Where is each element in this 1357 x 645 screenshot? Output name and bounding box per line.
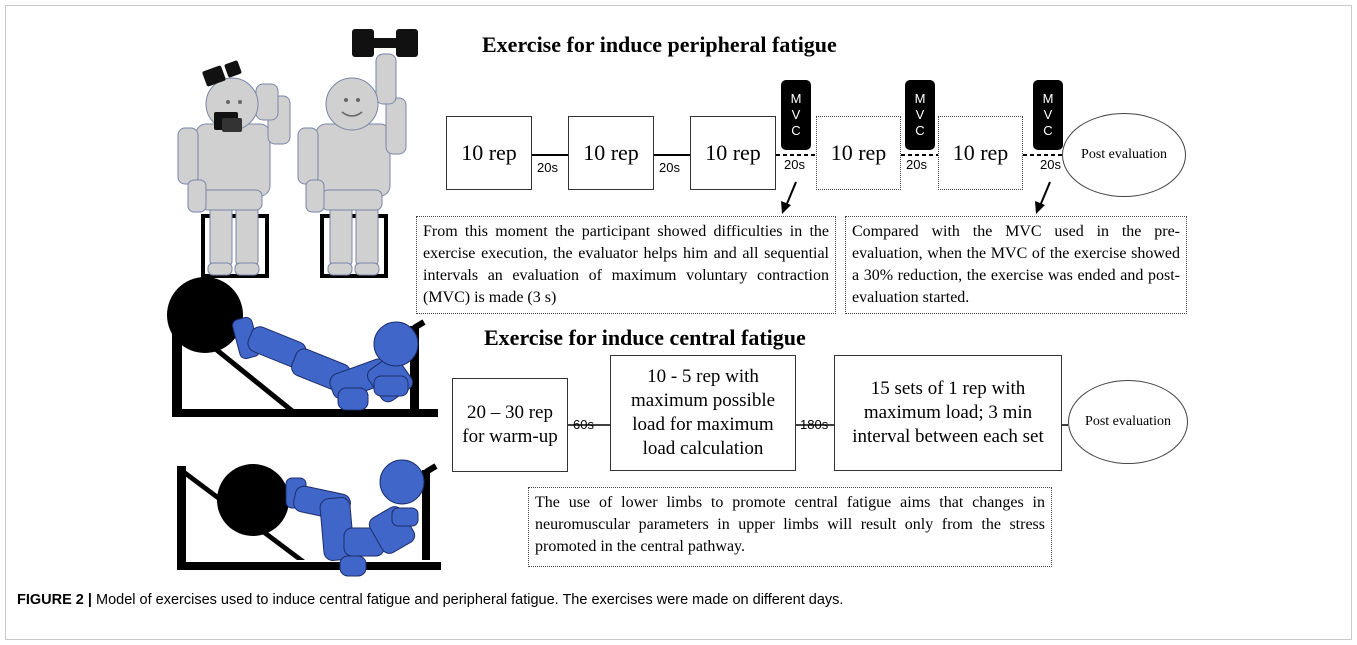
mvc-letter: C [915,123,925,138]
note-left-peripheral: From this moment the participant showed … [416,216,836,314]
leg-press-machine-1-icon [167,277,438,417]
figure-caption: FIGURE 2 | Model of exercises used to in… [17,592,843,608]
rep-box-1: 10 rep [446,116,532,190]
press-figure-icon [297,53,407,278]
caption-text: Model of exercises used to induce centra… [91,592,844,608]
mvc-letter: V [915,107,925,122]
mvc-marker-3: M V C [1033,80,1063,150]
curl-dumbbell-icon [202,60,242,132]
central-title: Exercise for induce central fatigue [484,325,806,350]
interval-label-2: 20s [659,160,680,175]
interval-label-3: 20s [784,157,805,172]
note-central: The use of lower limbs to promote centra… [528,487,1052,567]
mvc-marker-1: M V C [781,80,811,150]
figure-border [5,5,1352,640]
interval-label-5: 20s [1040,157,1061,172]
peripheral-title: Exercise for induce peripheral fatigue [482,32,837,57]
mvc-marker-2: M V C [905,80,935,150]
max-load-box: 10 - 5 rep with maximum possible load fo… [610,355,796,471]
arrow-left-note [781,181,797,214]
rep-box-2: 10 rep [568,116,654,190]
leg-press-machine-2-icon [177,459,441,577]
mvc-letter: M [1042,91,1054,106]
note-right-peripheral: Compared with the MVC used in the pre-ev… [845,216,1187,314]
warmup-box: 20 – 30 rep for warm-up [452,378,568,472]
interval-label-60s: 60s [573,417,594,432]
interval-label-4: 20s [906,157,927,172]
sets-box: 15 sets of 1 rep with maximum load; 3 mi… [834,355,1062,471]
arrow-right-note [1035,181,1051,214]
mvc-letter: V [1043,107,1053,122]
mvc-letter: M [790,91,802,106]
caption-label: FIGURE 2 | [17,592,92,608]
press-dumbbell-icon [352,29,418,57]
rep-box-3: 10 rep [690,116,776,190]
post-evaluation-central: Post evaluation [1068,380,1188,464]
mvc-letter: M [914,91,926,106]
mvc-letter: C [1043,123,1053,138]
curl-figure-icon [177,77,291,278]
mvc-letter: C [791,123,801,138]
rep-box-5: 10 rep [938,116,1023,190]
interval-label-1: 20s [537,160,558,175]
interval-label-180s: 180s [800,417,829,432]
rep-box-4: 10 rep [816,116,901,190]
post-evaluation-peripheral: Post evaluation [1062,113,1186,197]
mvc-letter: V [791,107,801,122]
